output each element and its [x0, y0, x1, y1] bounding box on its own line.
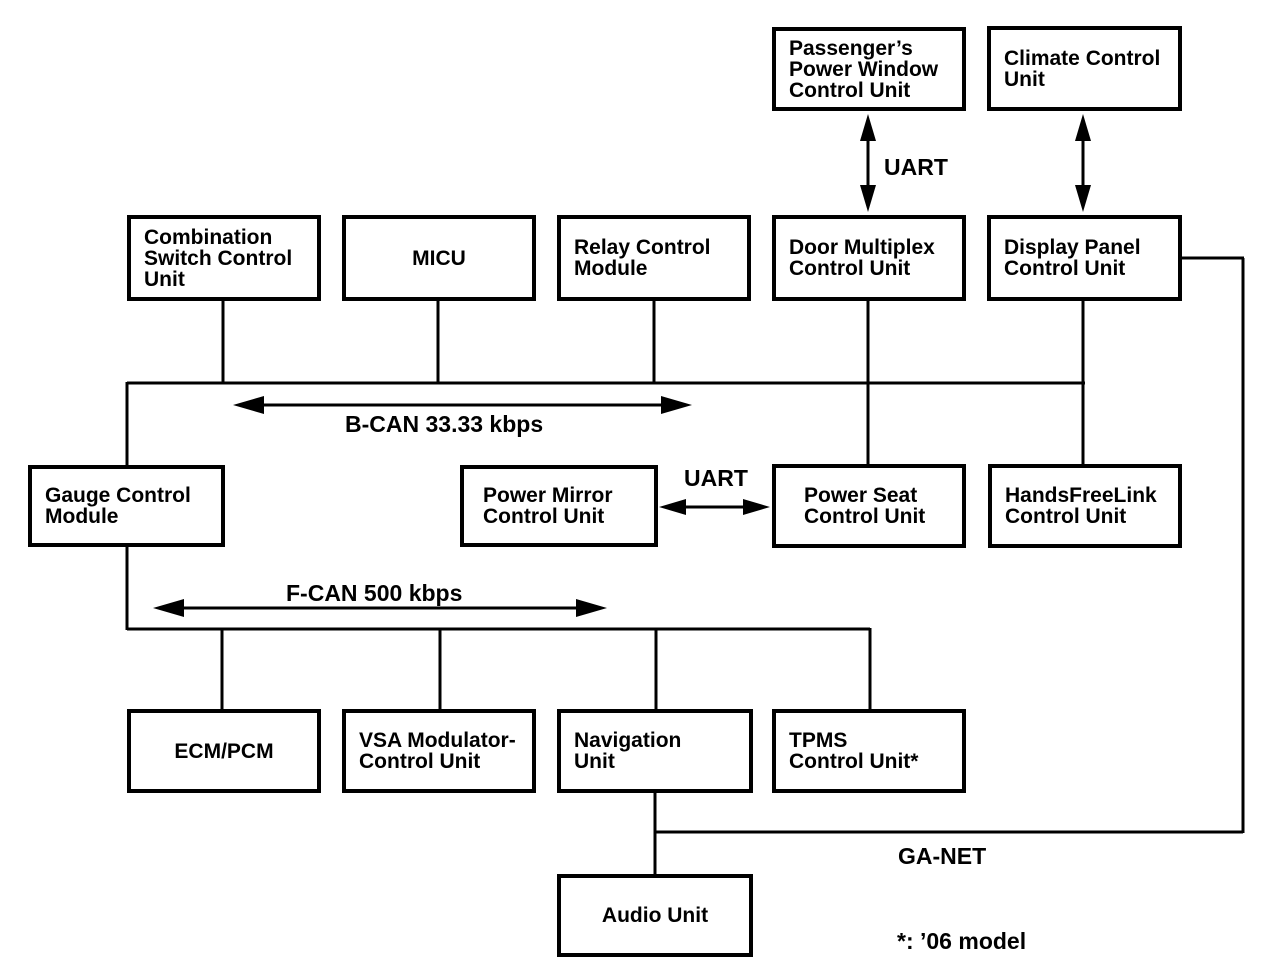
model-footnote: *: ’06 model [897, 928, 1027, 954]
box-label: Power Mirror Control Unit [483, 484, 613, 528]
fcan-bus-label: F-CAN 500 kbps [286, 580, 463, 606]
box-micu: MICU [342, 215, 536, 301]
box-relay-control: Relay Control Module [557, 215, 751, 301]
box-audio: Audio Unit [557, 874, 753, 957]
box-passenger-power-window: Passenger’s Power Window Control Unit [772, 27, 966, 111]
box-label: Display Panel Control Unit [1004, 236, 1141, 280]
box-label: Passenger’s Power Window Control Unit [789, 36, 939, 102]
uart-window-arrow [860, 114, 876, 212]
box-label: HandsFreeLink Control Unit [1005, 484, 1157, 528]
box-label: Navigation Unit [574, 729, 682, 773]
bcan-arrow [233, 396, 692, 414]
box-ecm-pcm: ECM/PCM [127, 709, 321, 793]
box-label: Audio Unit [601, 904, 709, 927]
box-label: ECM/PCM [174, 739, 274, 763]
box-label: VSA Modulator- Control Unit [359, 729, 516, 773]
uart-seat-arrow [659, 499, 770, 515]
box-label: Gauge Control Module [45, 484, 191, 528]
box-tpms: TPMS Control Unit* [772, 709, 966, 793]
box-label: Relay Control Module [574, 236, 711, 280]
uart-seat-label: UART [684, 465, 748, 491]
box-combination-switch: Combination Switch Control Unit [127, 215, 321, 301]
bcan-bus-label: B-CAN 33.33 kbps [345, 411, 544, 437]
box-label: Climate Control Unit [1004, 46, 1161, 91]
fcan-arrow [153, 599, 607, 617]
box-climate-control: Climate Control Unit [987, 26, 1182, 111]
box-gauge-control: Gauge Control Module [28, 465, 225, 547]
box-handsfreelink: HandsFreeLink Control Unit [988, 464, 1182, 548]
box-label: Power Seat Control Unit [804, 484, 926, 528]
box-label: MICU [412, 246, 466, 270]
uart-window-label: UART [884, 154, 948, 180]
box-display-panel: Display Panel Control Unit [987, 215, 1182, 301]
box-power-mirror: Power Mirror Control Unit [460, 465, 658, 547]
box-vsa-modulator: VSA Modulator- Control Unit [342, 709, 536, 793]
ganet-bus-label: GA-NET [898, 843, 987, 869]
box-navigation: Navigation Unit [557, 709, 753, 793]
box-label: TPMS Control Unit* [789, 729, 919, 773]
box-label: Door Multiplex Control Unit [789, 236, 935, 280]
box-power-seat: Power Seat Control Unit [772, 464, 966, 548]
climate-display-arrow [1075, 114, 1091, 212]
box-label: Combination Switch Control Unit [144, 225, 293, 291]
box-door-multiplex: Door Multiplex Control Unit [772, 215, 966, 301]
